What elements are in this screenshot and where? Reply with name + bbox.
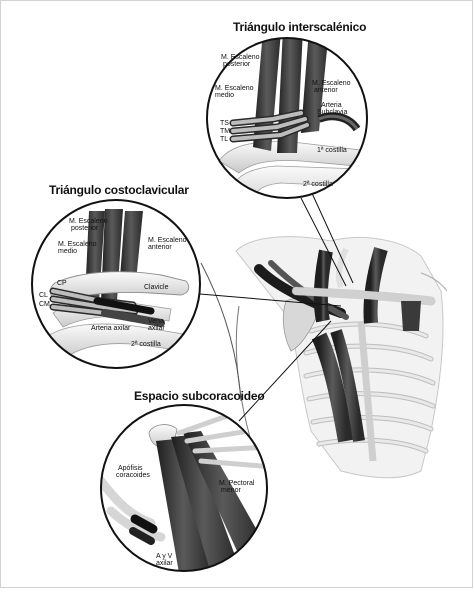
label-apofisis: Apófisis <box>118 465 143 472</box>
label-coracoides: coracoides <box>116 472 150 479</box>
label-medio: medio <box>215 92 234 99</box>
label-cm: CM <box>39 301 50 308</box>
label-cc-posterior: posterior <box>71 225 99 232</box>
label-cc-m-escaleno-medio: M. Escaleno <box>58 241 97 248</box>
label-arteria-axilar: Arteria axilar <box>91 325 131 332</box>
label-menor: menor <box>221 487 242 494</box>
label-subclavia: Subclavia <box>317 109 347 116</box>
label-cc-m-escaleno-anterior: M. Escaleno <box>148 237 187 244</box>
label-posterior: posterior <box>223 61 251 68</box>
label-m-escaleno-anterior: M. Escaleno <box>312 80 351 87</box>
label-clavicle: Clavicle <box>144 284 169 291</box>
label-arteria: Arteria <box>321 102 342 109</box>
title-interscalene: Triángulo interscalénico <box>233 20 366 34</box>
label-ts: TS <box>220 120 229 127</box>
label-m-escaleno-medio: M. Escaleno <box>215 85 254 92</box>
subcoracoid-inset: Espacio subcoracoideo Apófisis coracoide… <box>101 389 273 573</box>
label-tl: TL <box>220 136 228 143</box>
label-anterior: anterior <box>314 87 338 94</box>
label-cc-anterior: anterior <box>148 244 172 251</box>
label-cl: CL <box>39 292 48 299</box>
label-1a-costilla: 1ª costilla <box>317 147 347 154</box>
label-2a-costilla-top: 2ª costilla <box>303 181 333 188</box>
title-costoclavicular: Triángulo costoclavicular <box>49 183 189 197</box>
label-m-pectoral: M. Pectoral <box>219 480 255 487</box>
label-a-y-v: A y V <box>156 553 173 560</box>
label-tm: TM <box>220 128 230 135</box>
label-axilar: axilar <box>148 325 165 332</box>
interscalene-inset: Triángulo interscalénico M. Escaleno pos… <box>207 20 369 211</box>
label-axilar-sub: axilar <box>156 560 173 567</box>
label-2a-costilla: 2ª costilla <box>131 341 161 348</box>
label-cp: CP <box>57 280 67 287</box>
label-cc-medio: medio <box>58 248 77 255</box>
costoclavicular-inset: Triángulo costoclavicular M. Escaleno po… <box>32 183 201 368</box>
label-m-escaleno-posterior: M. Escaleno <box>221 54 260 61</box>
label-vena: Vena <box>148 318 164 325</box>
label-cc-m-escaleno-posterior: M. Escaleno <box>69 218 108 225</box>
title-subcoracoid: Espacio subcoracoideo <box>134 389 265 403</box>
